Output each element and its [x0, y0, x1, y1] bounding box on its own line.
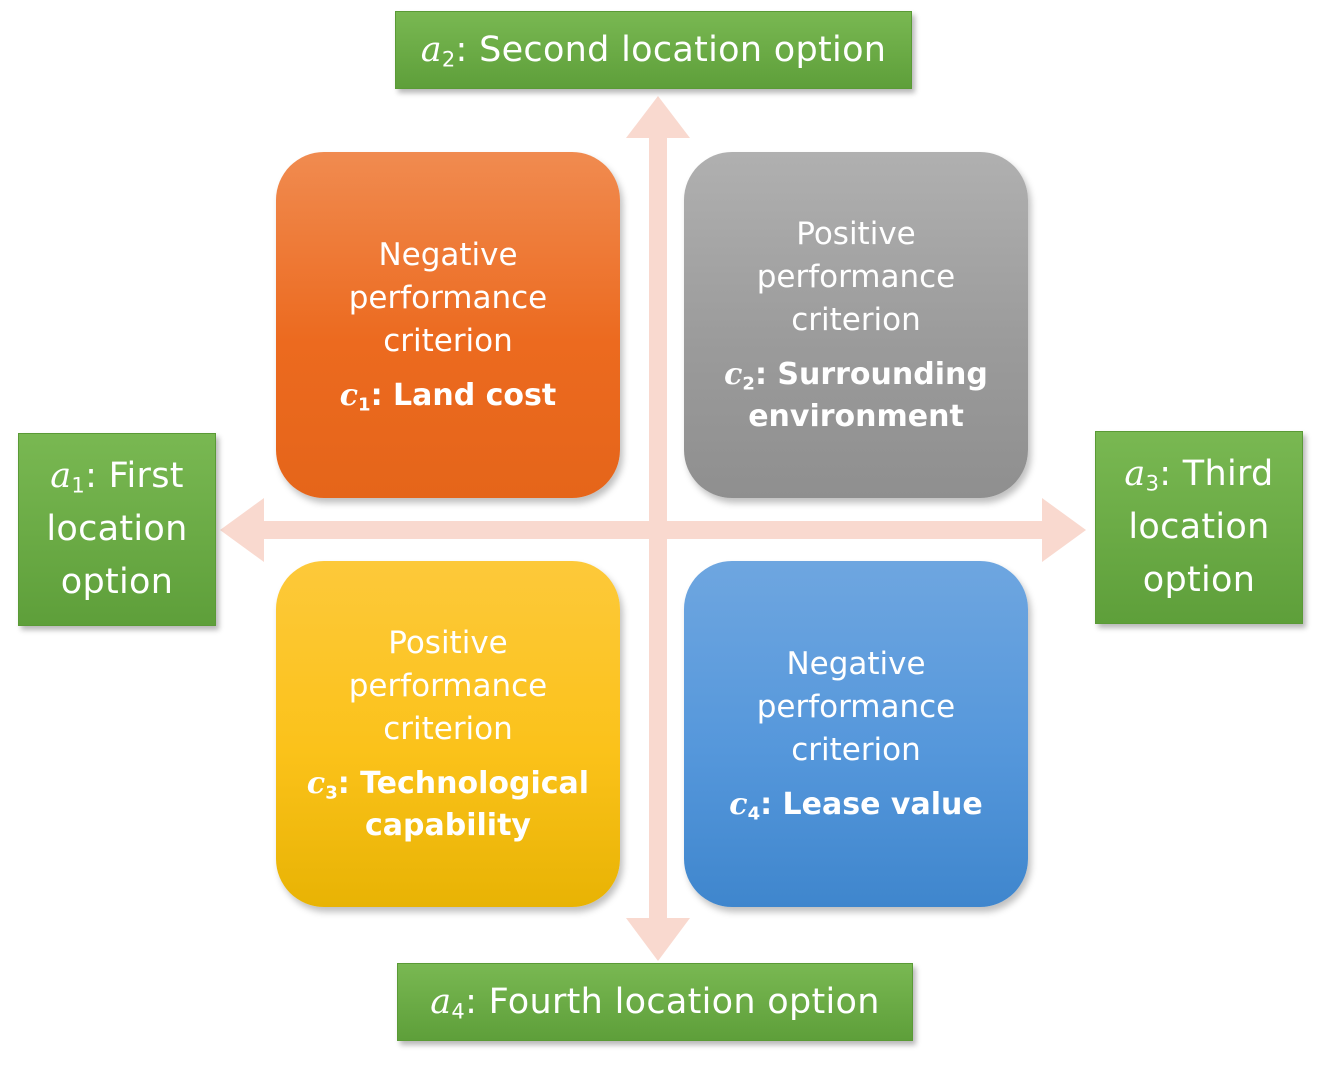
criterion-surrounding-environment: Positive performance criterion c2: Surro… — [684, 152, 1028, 498]
option-subscript: 2 — [441, 46, 456, 71]
second-location-option: a2: Second location option — [395, 11, 912, 89]
option-label: : Second location option — [455, 29, 887, 70]
criterion-kind: Positive performance criterion — [756, 215, 956, 338]
option-symbol: a — [420, 29, 442, 70]
criterion-land-cost: Negative performance criterion c1: Land … — [276, 152, 620, 498]
criterion-technological-capability: Positive performance criterion c3: Techn… — [276, 561, 620, 907]
criterion-kind: Negative performance criterion — [756, 645, 956, 768]
option-label: : First location option — [46, 456, 188, 602]
first-location-option: a1: First location option — [18, 433, 216, 626]
criterion-label: : Lease value — [760, 786, 983, 822]
criterion-name: c3: Technological capability — [294, 763, 602, 847]
criterion-symbol: c — [339, 377, 359, 413]
down-arrowhead — [626, 918, 690, 961]
criterion-label: : Technological capability — [337, 765, 590, 843]
option-symbol: a — [430, 981, 452, 1022]
option-label: : Fourth location option — [465, 981, 880, 1022]
criterion-symbol: c — [724, 356, 743, 392]
left-arrowhead — [220, 498, 264, 562]
criterion-symbol: c — [306, 765, 326, 801]
criterion-subscript: 3 — [325, 781, 338, 803]
criterion-name: c4: Lease value — [729, 784, 982, 826]
criterion-lease-value: Negative performance criterion c4: Lease… — [684, 561, 1028, 907]
criterion-label: : Land cost — [370, 377, 557, 413]
option-subscript: 3 — [1145, 471, 1160, 496]
criterion-kind: Negative performance criterion — [348, 236, 548, 359]
option-subscript: 4 — [451, 998, 466, 1023]
up-arrowhead — [626, 96, 690, 138]
criterion-label: : Surrounding environment — [748, 356, 988, 434]
criterion-kind: Positive performance criterion — [348, 624, 548, 747]
criterion-subscript: 2 — [742, 372, 755, 394]
criterion-subscript: 4 — [747, 802, 761, 824]
criterion-name: c2: Surrounding environment — [702, 354, 1010, 438]
right-arrowhead — [1042, 498, 1086, 562]
criterion-subscript: 1 — [358, 393, 371, 415]
option-symbol: a — [50, 456, 72, 496]
option-symbol: a — [1124, 454, 1146, 494]
option-subscript: 1 — [71, 473, 86, 498]
option-label: : Third location option — [1128, 454, 1274, 600]
criterion-symbol: c — [729, 786, 748, 822]
criterion-name: c1: Land cost — [340, 375, 556, 417]
third-location-option: a3: Third location option — [1095, 431, 1303, 624]
fourth-location-option: a4: Fourth location option — [397, 963, 913, 1041]
horizontal-axis-line — [258, 521, 1048, 539]
